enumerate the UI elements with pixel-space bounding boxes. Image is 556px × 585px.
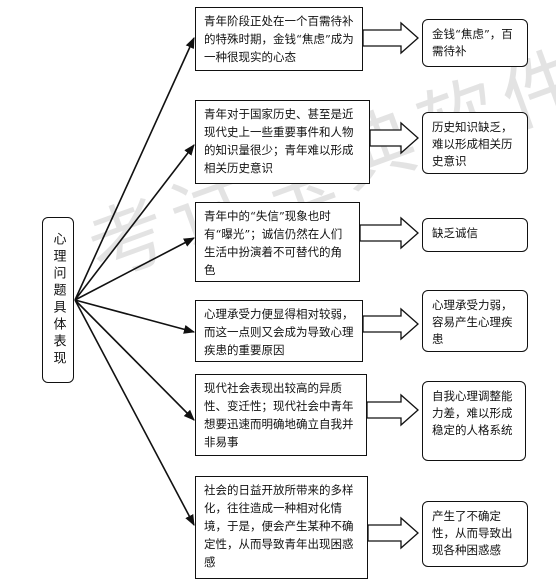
block-arrow-1 xyxy=(362,21,419,55)
root-label: 心理问题具体表现 xyxy=(50,232,66,368)
cause-box-5: 现代社会表现出较高的异质性、变迁性；现代社会中青年想要迅速而明确地确立自我并非易… xyxy=(195,374,367,456)
cause-text-3: 青年中的“失信”现象也时有“曝光”；诚信仍然在人们生活中扮演着不可替代的角色 xyxy=(204,209,343,277)
effect-text-1: 金钱“焦虑”，百需待补 xyxy=(432,27,513,58)
effect-box-1: 金钱“焦虑”，百需待补 xyxy=(422,19,528,67)
effect-box-2: 历史知识缺乏，难以形成相关历史意识 xyxy=(422,112,528,174)
root-node: 心理问题具体表现 xyxy=(42,217,74,383)
effect-box-3: 缺乏诚信 xyxy=(422,218,528,252)
block-arrow-3 xyxy=(359,216,419,250)
block-arrow-2 xyxy=(369,121,419,155)
fan-arrow-5 xyxy=(74,299,195,421)
fan-arrow-2 xyxy=(74,144,195,301)
cause-text-5: 现代社会表现出较高的异质性、变迁性；现代社会中青年想要迅速而明确地确立自我并非易… xyxy=(204,381,354,449)
fan-arrow-4 xyxy=(74,299,196,334)
effect-text-6: 产生了不确定性，从而导致出现各种困惑感 xyxy=(432,509,513,557)
fan-arrow-6 xyxy=(74,299,195,526)
cause-text-2: 青年对于国家历史、甚至是近现代史上一些重要事件和人物的知识量很少；青年难以形成相… xyxy=(204,107,354,175)
block-arrow-6 xyxy=(367,516,419,550)
effect-text-2: 历史知识缺乏，难以形成相关历史意识 xyxy=(432,120,513,168)
cause-box-3: 青年中的“失信”现象也时有“曝光”；诚信仍然在人们生活中扮演着不可替代的角色 xyxy=(195,202,360,282)
cause-text-4: 心理承受力便显得相对较弱，而这一点则又会成为导致心理疾患的重要原因 xyxy=(204,307,354,357)
fan-arrow-1 xyxy=(74,36,195,301)
effect-box-6: 产生了不确定性，从而导致出现各种困惑感 xyxy=(422,501,528,567)
block-arrow-5 xyxy=(366,393,419,427)
cause-box-2: 青年对于国家历史、甚至是近现代史上一些重要事件和人物的知识量很少；青年难以形成相… xyxy=(195,100,370,184)
cause-box-4: 心理承受力便显得相对较弱，而这一点则又会成为导致心理疾患的重要原因 xyxy=(195,300,363,362)
fan-arrow-3 xyxy=(74,237,195,301)
effect-box-4: 心理承受力弱，容易产生心理疾患 xyxy=(422,290,528,352)
effect-text-5: 自我心理调整能力差，难以形成稳定的人格系统 xyxy=(432,389,513,437)
cause-text-1: 青年阶段正处在一个百需待补的特殊时期，金钱“焦虑”成为一种很现实的心态 xyxy=(204,14,354,64)
effect-text-3: 缺乏诚信 xyxy=(432,226,478,240)
block-arrow-4 xyxy=(362,307,419,341)
effect-text-4: 心理承受力弱，容易产生心理疾患 xyxy=(432,298,513,346)
effect-box-5: 自我心理调整能力差，难以形成稳定的人格系统 xyxy=(422,381,526,461)
cause-box-6: 社会的日益开放所带来的多样化，往往造成一种相对化情境，于是，便会产生某种不确定性… xyxy=(195,476,368,579)
cause-box-1: 青年阶段正处在一个百需待补的特殊时期，金钱“焦虑”成为一种很现实的心态 xyxy=(195,7,363,71)
cause-text-6: 社会的日益开放所带来的多样化，往往造成一种相对化情境，于是，便会产生某种不确定性… xyxy=(204,483,354,569)
